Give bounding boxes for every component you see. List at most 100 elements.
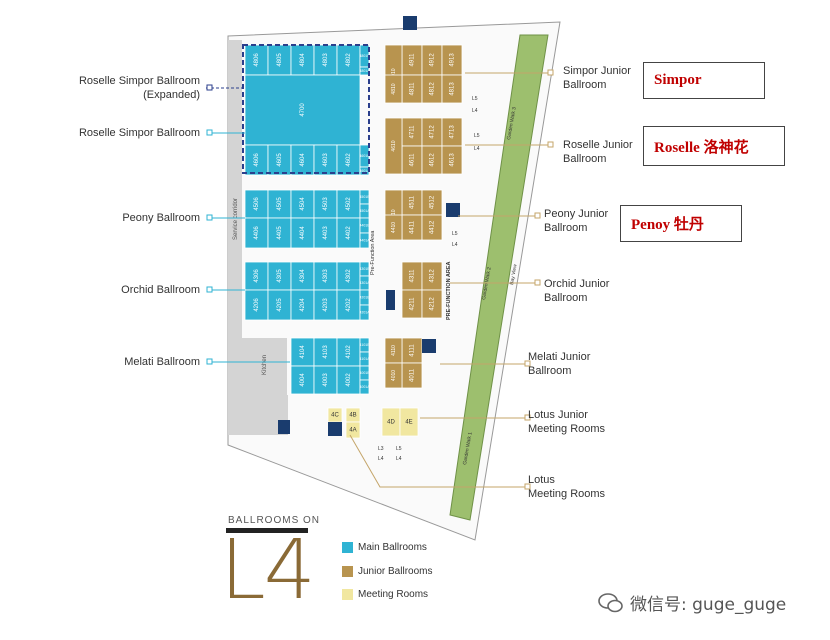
room-4613 [441, 145, 463, 175]
room-4401B-label: 4401B [359, 223, 370, 227]
lift-label: L3 [378, 446, 384, 452]
annotation-roselle: Roselle 洛神花 [643, 126, 785, 166]
room-4805-label: 4805 [277, 53, 283, 67]
label-melati-junior: Melati Junior Ballroom [528, 351, 591, 377]
room-4602-label: 4602 [346, 153, 352, 167]
room-4913-label: 4913 [450, 53, 456, 67]
label-orchid: Orchid Ballroom [121, 284, 200, 296]
room-4301B-label: 4301B [359, 267, 370, 271]
room-4301A-label: 4301A [359, 281, 370, 285]
legend-title: BALLROOMS ON [228, 515, 321, 526]
room-4312-label: 4312 [430, 269, 436, 283]
room-4306-label: 4306 [254, 269, 260, 283]
lift-label: L4 [396, 456, 402, 462]
room-4501A-label: 4501A [359, 209, 370, 213]
room-4110-label: 4110 [391, 345, 397, 356]
label-lotus-junior: Lotus Junior Meeting Rooms [528, 409, 606, 435]
room-4910-label: 4910 [391, 68, 397, 79]
room-4604-label: 4604 [300, 153, 306, 167]
room-4700-label: 4700 [300, 103, 306, 117]
room-4104-label: 4104 [300, 345, 306, 359]
room-4102-label: 4102 [346, 345, 352, 359]
room-4801A-label: 4801A [359, 69, 370, 73]
room-4713-label: 4713 [450, 125, 456, 139]
room-4A-label: 4A [349, 428, 356, 434]
room-4801B-label: 4801B [359, 54, 370, 58]
label-peony-junior: Peony Junior Ballroom [544, 208, 609, 234]
room-4211-label: 4211 [410, 297, 416, 311]
label-melati: Melati Ballroom [124, 356, 200, 368]
wechat-icon [598, 592, 623, 612]
room-4311-label: 4311 [410, 269, 416, 283]
room-4101A-label: 4101A [359, 357, 370, 361]
room-4305-label: 4305 [277, 269, 283, 283]
svg-text:Kitchen: Kitchen [262, 355, 268, 375]
wechat-watermark: 微信号: guge_guge [598, 590, 786, 615]
restroom-icon [403, 16, 417, 30]
svg-text:Pre-Function Area: Pre-Function Area [370, 230, 376, 275]
room-4613-label: 4613 [450, 153, 456, 167]
room-4411-label: 4411 [410, 220, 416, 234]
legend-junior: Junior Ballrooms [342, 566, 432, 577]
room-4712-label: 4712 [430, 125, 436, 139]
room-4404-label: 4404 [300, 226, 306, 240]
label-orchid-junior: Orchid Junior Ballroom [544, 278, 610, 304]
room-4203-label: 4203 [323, 298, 329, 312]
room-4605-label: 4605 [277, 153, 283, 167]
room-4412-label: 4412 [430, 220, 436, 234]
room-4201B-label: 4201B [359, 295, 370, 299]
room-4011-label: 4011 [410, 368, 416, 382]
room-4406-label: 4406 [254, 226, 260, 240]
room-4812-label: 4812 [430, 82, 436, 96]
room-4204-label: 4204 [300, 298, 306, 312]
label-roselle-simpor: Roselle Simpor Ballroom [78, 127, 200, 139]
room-4700 [244, 74, 361, 146]
room-4601A-label: 4601A [359, 169, 370, 173]
lift-label: L4 [452, 242, 458, 248]
room-4201A [359, 304, 370, 321]
expanded-outline [242, 44, 370, 174]
room-4001B-label: 4001B [359, 371, 370, 375]
room-4303-label: 4303 [323, 269, 329, 283]
room-4511-label: 4511 [410, 195, 416, 209]
room-4711-label: 4711 [410, 125, 416, 139]
room-4212 [421, 289, 443, 319]
room-4813-label: 4813 [450, 82, 456, 96]
lift-label: L5 [474, 133, 480, 139]
room-4502-label: 4502 [346, 197, 352, 211]
room-4C-label: 4C [331, 413, 339, 419]
room-4611-label: 4611 [410, 153, 416, 167]
room-4B-label: 4B [349, 413, 356, 419]
room-4304-label: 4304 [300, 269, 306, 283]
room-4810-label: 4810 [391, 83, 397, 94]
room-4201A-label: 4201A [359, 310, 370, 314]
room-4412 [421, 214, 443, 241]
restroom-icon [422, 339, 436, 353]
room-4501B-label: 4501B [359, 195, 370, 199]
annotation-simpor: Simpor [643, 62, 765, 99]
lift-label: L5 [452, 231, 458, 237]
room-4103-label: 4103 [323, 345, 329, 359]
room-4811-label: 4811 [410, 82, 416, 96]
svg-text:Garden Walk 3: Garden Walk 3 [506, 106, 518, 140]
room-4806-label: 4806 [254, 53, 260, 67]
room-4512-label: 4512 [430, 195, 436, 209]
room-4002-label: 4002 [346, 373, 352, 387]
level-label: L4 [220, 523, 316, 618]
room-4610 [384, 117, 403, 175]
room-4E-label: 4E [405, 420, 412, 426]
kitchen-area [242, 338, 287, 398]
room-4410 [384, 214, 403, 241]
room-4205-label: 4205 [277, 298, 283, 312]
svg-text:Garden Walk 1: Garden Walk 1 [462, 431, 474, 465]
garden-walk [449, 34, 549, 521]
room-4402-label: 4402 [346, 226, 352, 240]
room-4503-label: 4503 [323, 197, 329, 211]
label-roselle-simpor-expanded: Roselle Simpor Ballroom (Expanded) [78, 75, 200, 101]
room-4010-label: 4010 [391, 370, 397, 381]
room-4912-label: 4912 [430, 53, 436, 67]
